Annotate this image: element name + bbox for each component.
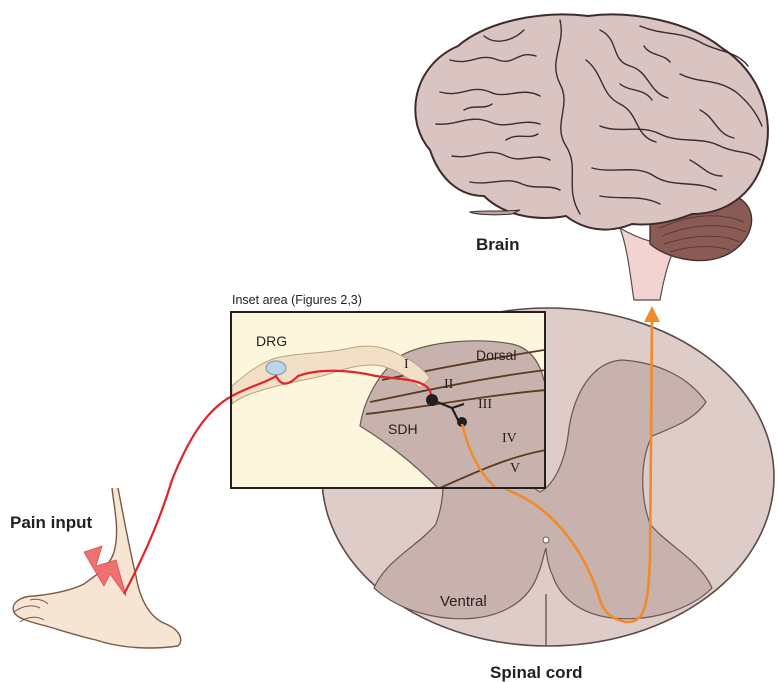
brain-illustration (415, 14, 768, 300)
brain-label: Brain (476, 235, 519, 254)
ventral-label: Ventral (440, 593, 487, 610)
drg-cell-body (266, 361, 286, 375)
lamina-4-label: IV (502, 431, 517, 446)
dorsal-label: Dorsal (476, 347, 516, 363)
ascending-arrowhead (644, 306, 660, 322)
lamina-3-label: III (478, 397, 492, 412)
lamina-2-label: II (444, 377, 454, 392)
peripheral-nociceptor-fiber (124, 396, 232, 594)
sdh-label: SDH (388, 421, 418, 437)
pain-input-label: Pain input (10, 513, 93, 532)
spinal-cord-label: Spinal cord (490, 663, 583, 682)
lamina-5-label: V (510, 461, 520, 476)
inset-caption: Inset area (Figures 2,3) (232, 293, 362, 307)
lamina-1-label: I (404, 357, 409, 372)
cerebrum (415, 14, 768, 229)
drg-label: DRG (256, 333, 287, 349)
